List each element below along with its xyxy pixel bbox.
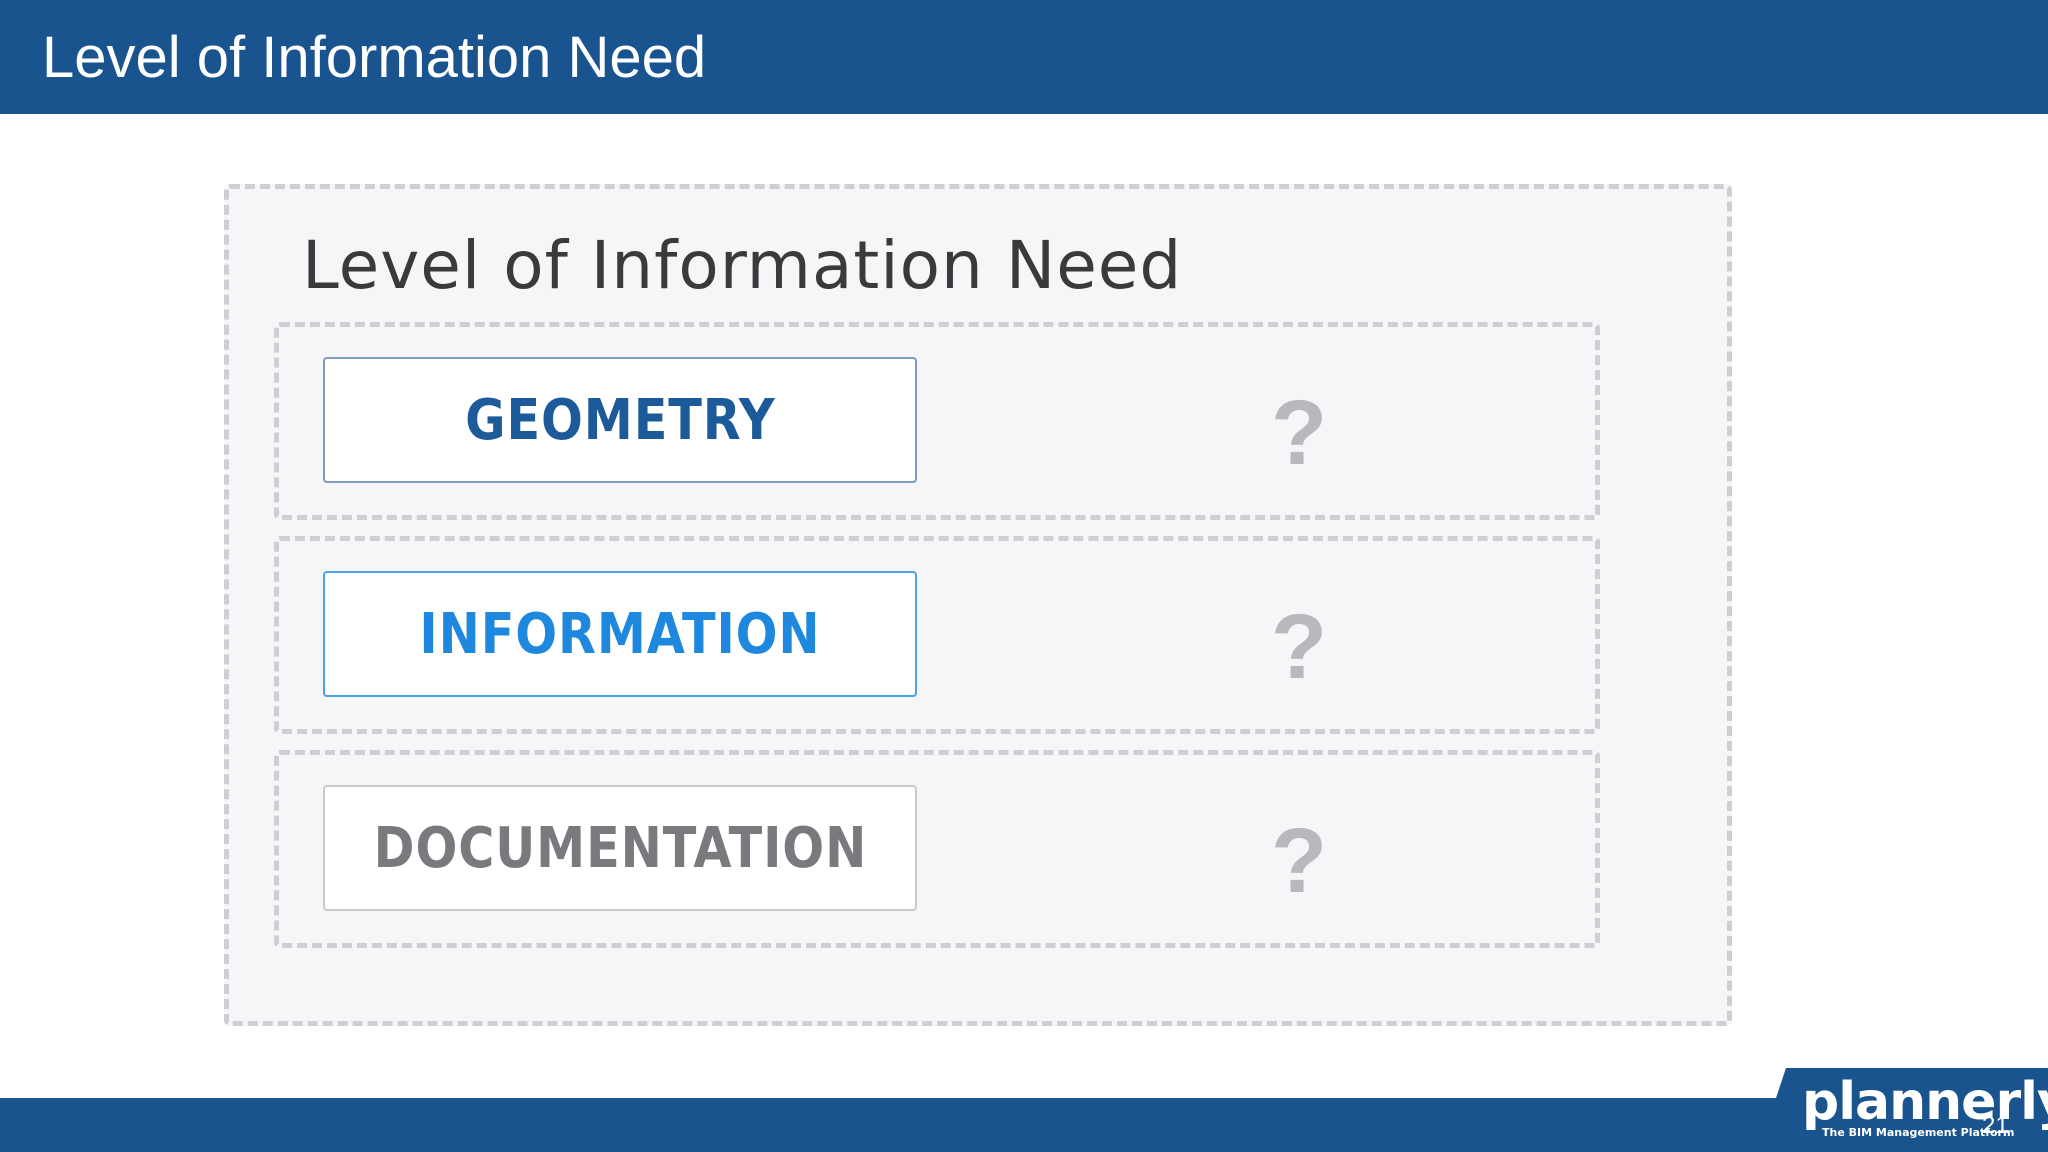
information-row: INFORMATION ?: [274, 536, 1600, 734]
plannerly-logo: plannerly: [1802, 1072, 2048, 1132]
header-bar: Level of Information Need: [0, 0, 2048, 114]
documentation-row: DOCUMENTATION ?: [274, 750, 1600, 948]
documentation-button[interactable]: DOCUMENTATION: [323, 785, 917, 911]
geometry-row: GEOMETRY ?: [274, 322, 1600, 520]
information-question-mark: ?: [1270, 596, 1328, 698]
page-number: 21: [1982, 1112, 2009, 1139]
documentation-label: DOCUMENTATION: [373, 815, 867, 881]
footer-bar: [0, 1098, 2048, 1152]
information-button[interactable]: INFORMATION: [323, 571, 917, 697]
logo-tagline: The BIM Management Platform: [1822, 1126, 2015, 1139]
geometry-question-mark: ?: [1270, 382, 1328, 484]
logo-tab: [1758, 1068, 2048, 1152]
geometry-button[interactable]: GEOMETRY: [323, 357, 917, 483]
documentation-question-mark: ?: [1270, 810, 1328, 912]
information-label: INFORMATION: [419, 601, 821, 667]
slide-title: Level of Information Need: [42, 25, 707, 90]
panel-title: Level of Information Need: [302, 227, 1183, 304]
geometry-label: GEOMETRY: [464, 387, 776, 453]
